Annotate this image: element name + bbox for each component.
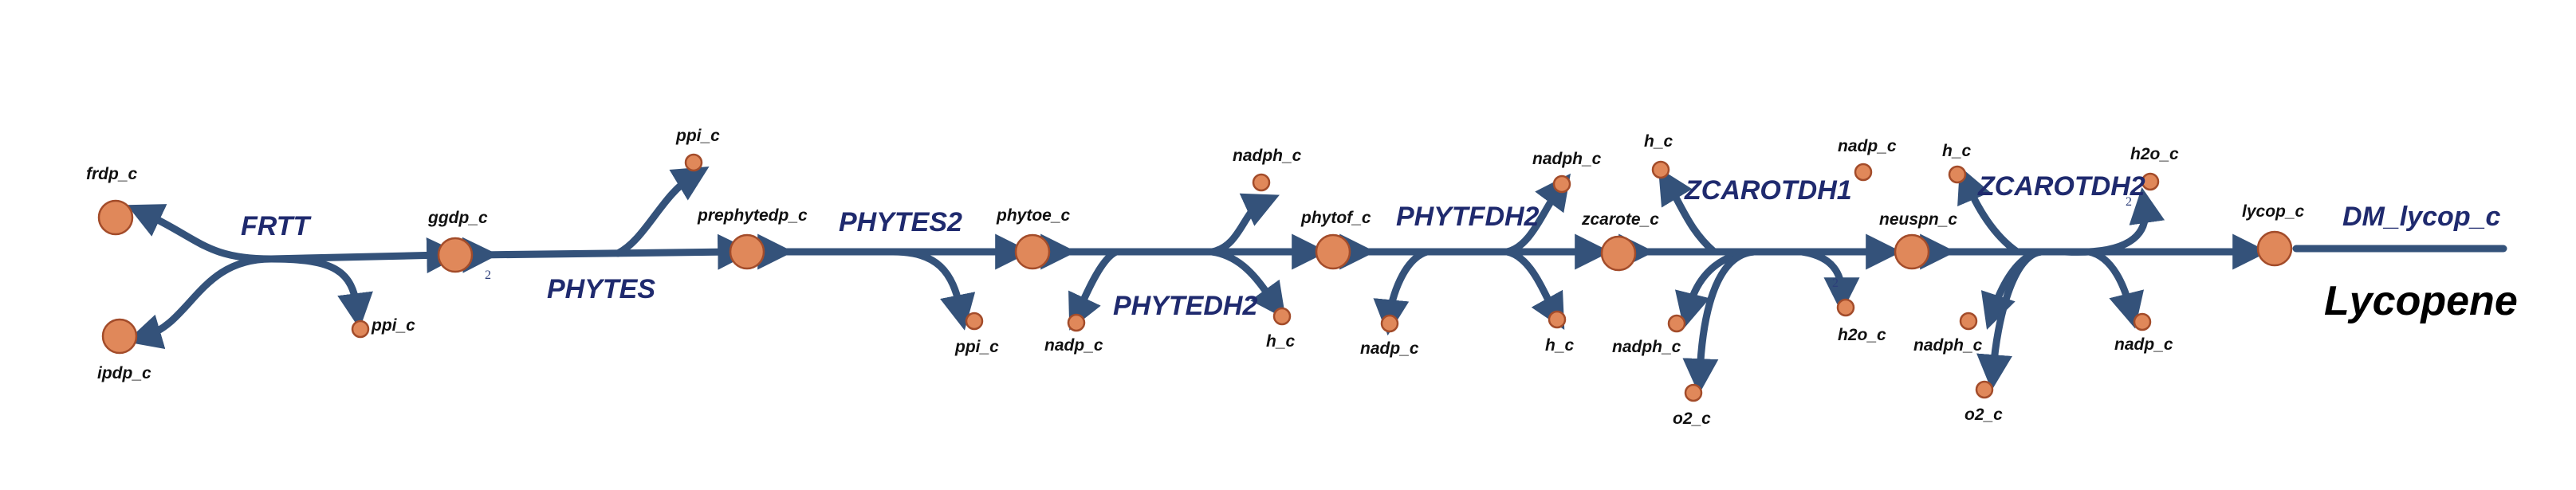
reaction-label-phytes[interactable]: PHYTES [547, 274, 655, 304]
metabolite-nadph-1[interactable] [1252, 173, 1271, 192]
metabolite-nadp-2[interactable] [1380, 314, 1399, 333]
metabolite-h-1[interactable] [1272, 307, 1292, 326]
metabolite-ipdp[interactable] [101, 318, 138, 355]
metabolite-o2-1[interactable] [1684, 383, 1703, 402]
metabolite-h-2[interactable] [1548, 310, 1567, 329]
label-ggdp: ggdp_c [427, 209, 488, 227]
label-o2-1: o2_c [1673, 410, 1711, 428]
label-frdp: frdp_c [86, 165, 138, 183]
reaction-phytfdh2[interactable] [1339, 173, 1611, 336]
label-h-4: h_c [1942, 142, 1972, 160]
metabolite-nadp-1[interactable] [1067, 313, 1086, 332]
metabolite-ppi-2[interactable] [684, 153, 703, 172]
label-prephytedp: prephytedp_c [697, 206, 808, 225]
label-nadph-4: nadph_c [1913, 336, 1983, 355]
label-h2o-1: h2o_c [1838, 326, 1886, 344]
reaction-label-phytfdh2[interactable]: PHYTFDH2 [1396, 202, 1540, 232]
reaction-label-frtt[interactable]: FRTT [241, 211, 312, 241]
stoich-zcarotdh1: 2 [1832, 276, 1839, 290]
metabolite-phytoe[interactable] [1014, 233, 1051, 270]
label-ipdp: ipdp_c [97, 364, 151, 382]
metabolite-ggdp[interactable] [437, 237, 474, 273]
metabolite-nadph-4[interactable] [1959, 312, 1978, 331]
reaction-label-phytedh2[interactable]: PHYTEDH2 [1113, 291, 1257, 321]
reaction-label-zcarotdh2[interactable]: ZCAROTDH2 [1977, 171, 2145, 202]
reaction-label-phytes2[interactable]: PHYTES2 [839, 207, 962, 237]
metabolite-zcarote[interactable] [1600, 235, 1637, 272]
metabolite-nadp-4[interactable] [2133, 312, 2152, 331]
metabolite-h-3[interactable] [1651, 160, 1670, 179]
label-nadp-3: nadp_c [1838, 137, 1897, 155]
label-nadph-3: nadph_c [1612, 338, 1681, 356]
label-h-2: h_c [1545, 336, 1575, 355]
label-nadp-1: nadp_c [1044, 336, 1103, 355]
label-h2o-2: h2o_c [2130, 145, 2179, 163]
metabolite-neuspn[interactable] [1894, 233, 1930, 270]
label-nadph-1: nadph_c [1233, 147, 1302, 165]
metabolite-ppi-3[interactable] [965, 312, 984, 331]
reaction-frtt[interactable] [125, 204, 463, 349]
metabolite-phytof[interactable] [1315, 233, 1351, 270]
reaction-label-zcarotdh1[interactable]: ZCAROTDH1 [1684, 175, 1852, 206]
reaction-phytedh2[interactable] [1040, 193, 1328, 331]
metabolite-o2-2[interactable] [1975, 380, 1994, 399]
metabolite-prephytedp[interactable] [729, 233, 765, 270]
metabolite-h2o-1[interactable] [1836, 298, 1855, 317]
metabolite-frdp[interactable] [97, 199, 134, 236]
label-nadp-2: nadp_c [1360, 339, 1419, 358]
label-phytof: phytof_c [1300, 209, 1371, 227]
metabolite-h2o-2[interactable] [2141, 172, 2160, 191]
stoich-zcarotdh2: 2 [2126, 195, 2132, 209]
label-neuspn: neuspn_c [1879, 210, 1957, 229]
metabolite-nadph-3[interactable] [1667, 314, 1686, 333]
label-phytoe: phytoe_c [996, 206, 1071, 225]
label-ppi-1: ppi_c [371, 316, 415, 335]
label-nadph-2: nadph_c [1532, 150, 1602, 168]
reaction-label-dm-lycop[interactable]: DM_lycop_c [2342, 202, 2500, 232]
label-zcarote: zcarote_c [1581, 210, 1659, 229]
label-h-1: h_c [1266, 332, 1296, 351]
stoich-phytes: 2 [485, 269, 491, 282]
reaction-zcarotdh2[interactable] [1920, 166, 2269, 391]
label-nadp-4: nadp_c [2114, 335, 2173, 354]
metabolite-h-4[interactable] [1948, 165, 1967, 184]
reaction-zcarotdh1[interactable] [1618, 167, 1902, 395]
label-h-3: h_c [1644, 132, 1673, 151]
metabolite-nadp-3[interactable] [1854, 163, 1873, 182]
label-lycop: lycop_c [2242, 202, 2305, 221]
metabolite-ppi-1[interactable] [351, 319, 370, 339]
reaction-phytes2[interactable] [757, 233, 1032, 331]
metabolite-lycop[interactable] [2256, 230, 2293, 267]
label-ppi-3: ppi_c [954, 338, 999, 356]
reaction-phytes[interactable] [462, 166, 754, 273]
metabolite-nadph-2[interactable] [1552, 174, 1571, 194]
label-o2-2: o2_c [1964, 406, 2003, 424]
pathway-title: Lycopene [2324, 278, 2518, 324]
label-ppi-2: ppi_c [675, 127, 720, 145]
